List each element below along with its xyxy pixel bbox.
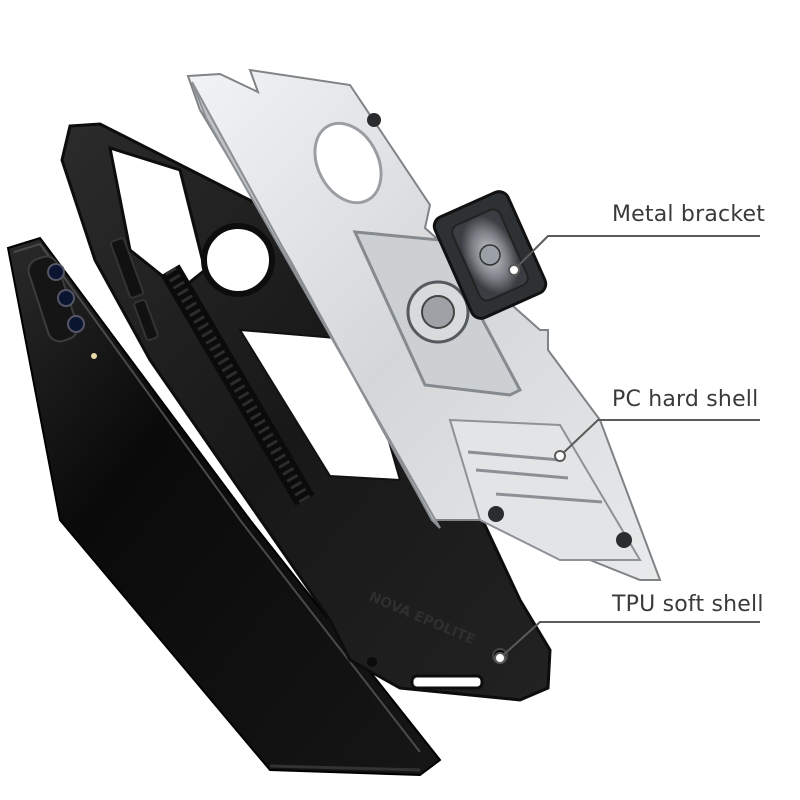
ring-holder-icon <box>432 190 548 320</box>
callout-leader-lines <box>494 235 760 664</box>
leader-metal-bracket <box>513 235 760 271</box>
leader-pc-hard-shell <box>559 419 760 457</box>
callout-pc-hard-shell: PC hard shell <box>612 387 759 412</box>
callout-tpu-soft-shell: TPU soft shell <box>612 592 764 617</box>
pc-hard-shell <box>186 68 662 581</box>
callout-metal-bracket: Metal bracket <box>612 202 766 227</box>
leader-tpu-soft-shell <box>499 621 760 659</box>
phone-body <box>6 236 442 777</box>
camera-icon <box>27 255 97 359</box>
tpu-soft-shell <box>60 122 552 702</box>
